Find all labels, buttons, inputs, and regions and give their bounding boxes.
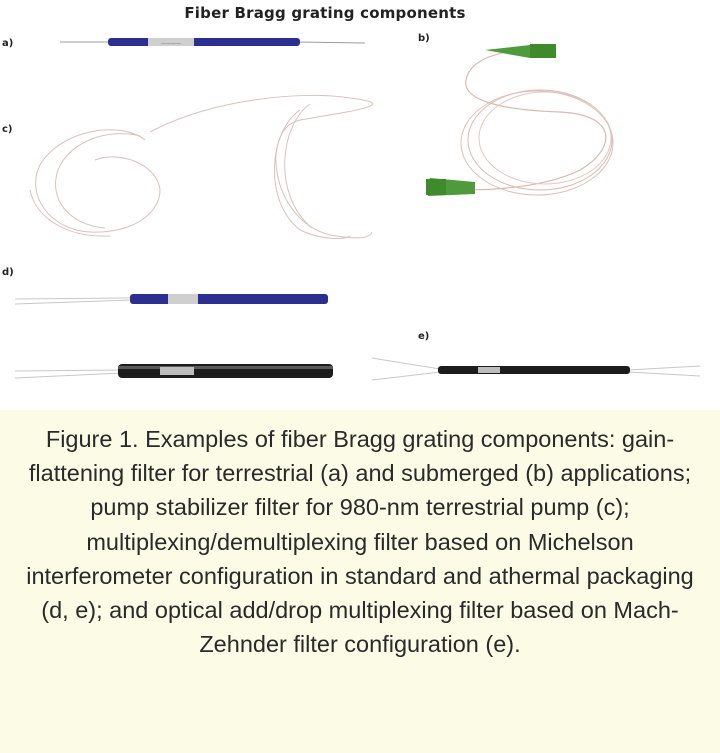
figure-title: Fiber Bragg grating components <box>184 4 466 22</box>
svg-text:————: ———— <box>161 41 181 47</box>
fiber-components-illustration: ———— <box>14 38 701 381</box>
figure-image: Fiber Bragg grating components a) b) c) … <box>2 4 701 381</box>
component-e <box>371 357 701 381</box>
component-b <box>426 44 614 196</box>
component-a: ———— <box>60 38 366 47</box>
component-c <box>29 94 374 239</box>
panel-label-d: d) <box>2 267 14 278</box>
panel-label-b: b) <box>418 33 430 44</box>
caption-box: Figure 1. Examples of fiber Bragg gratin… <box>0 410 720 753</box>
panel-label-c: c) <box>2 124 13 135</box>
figure-caption: Figure 1. Examples of fiber Bragg gratin… <box>26 426 694 658</box>
panel-label-a: a) <box>2 38 14 49</box>
component-d-athermal <box>14 364 333 379</box>
component-d <box>14 294 328 305</box>
panel-label-e: e) <box>418 331 430 342</box>
